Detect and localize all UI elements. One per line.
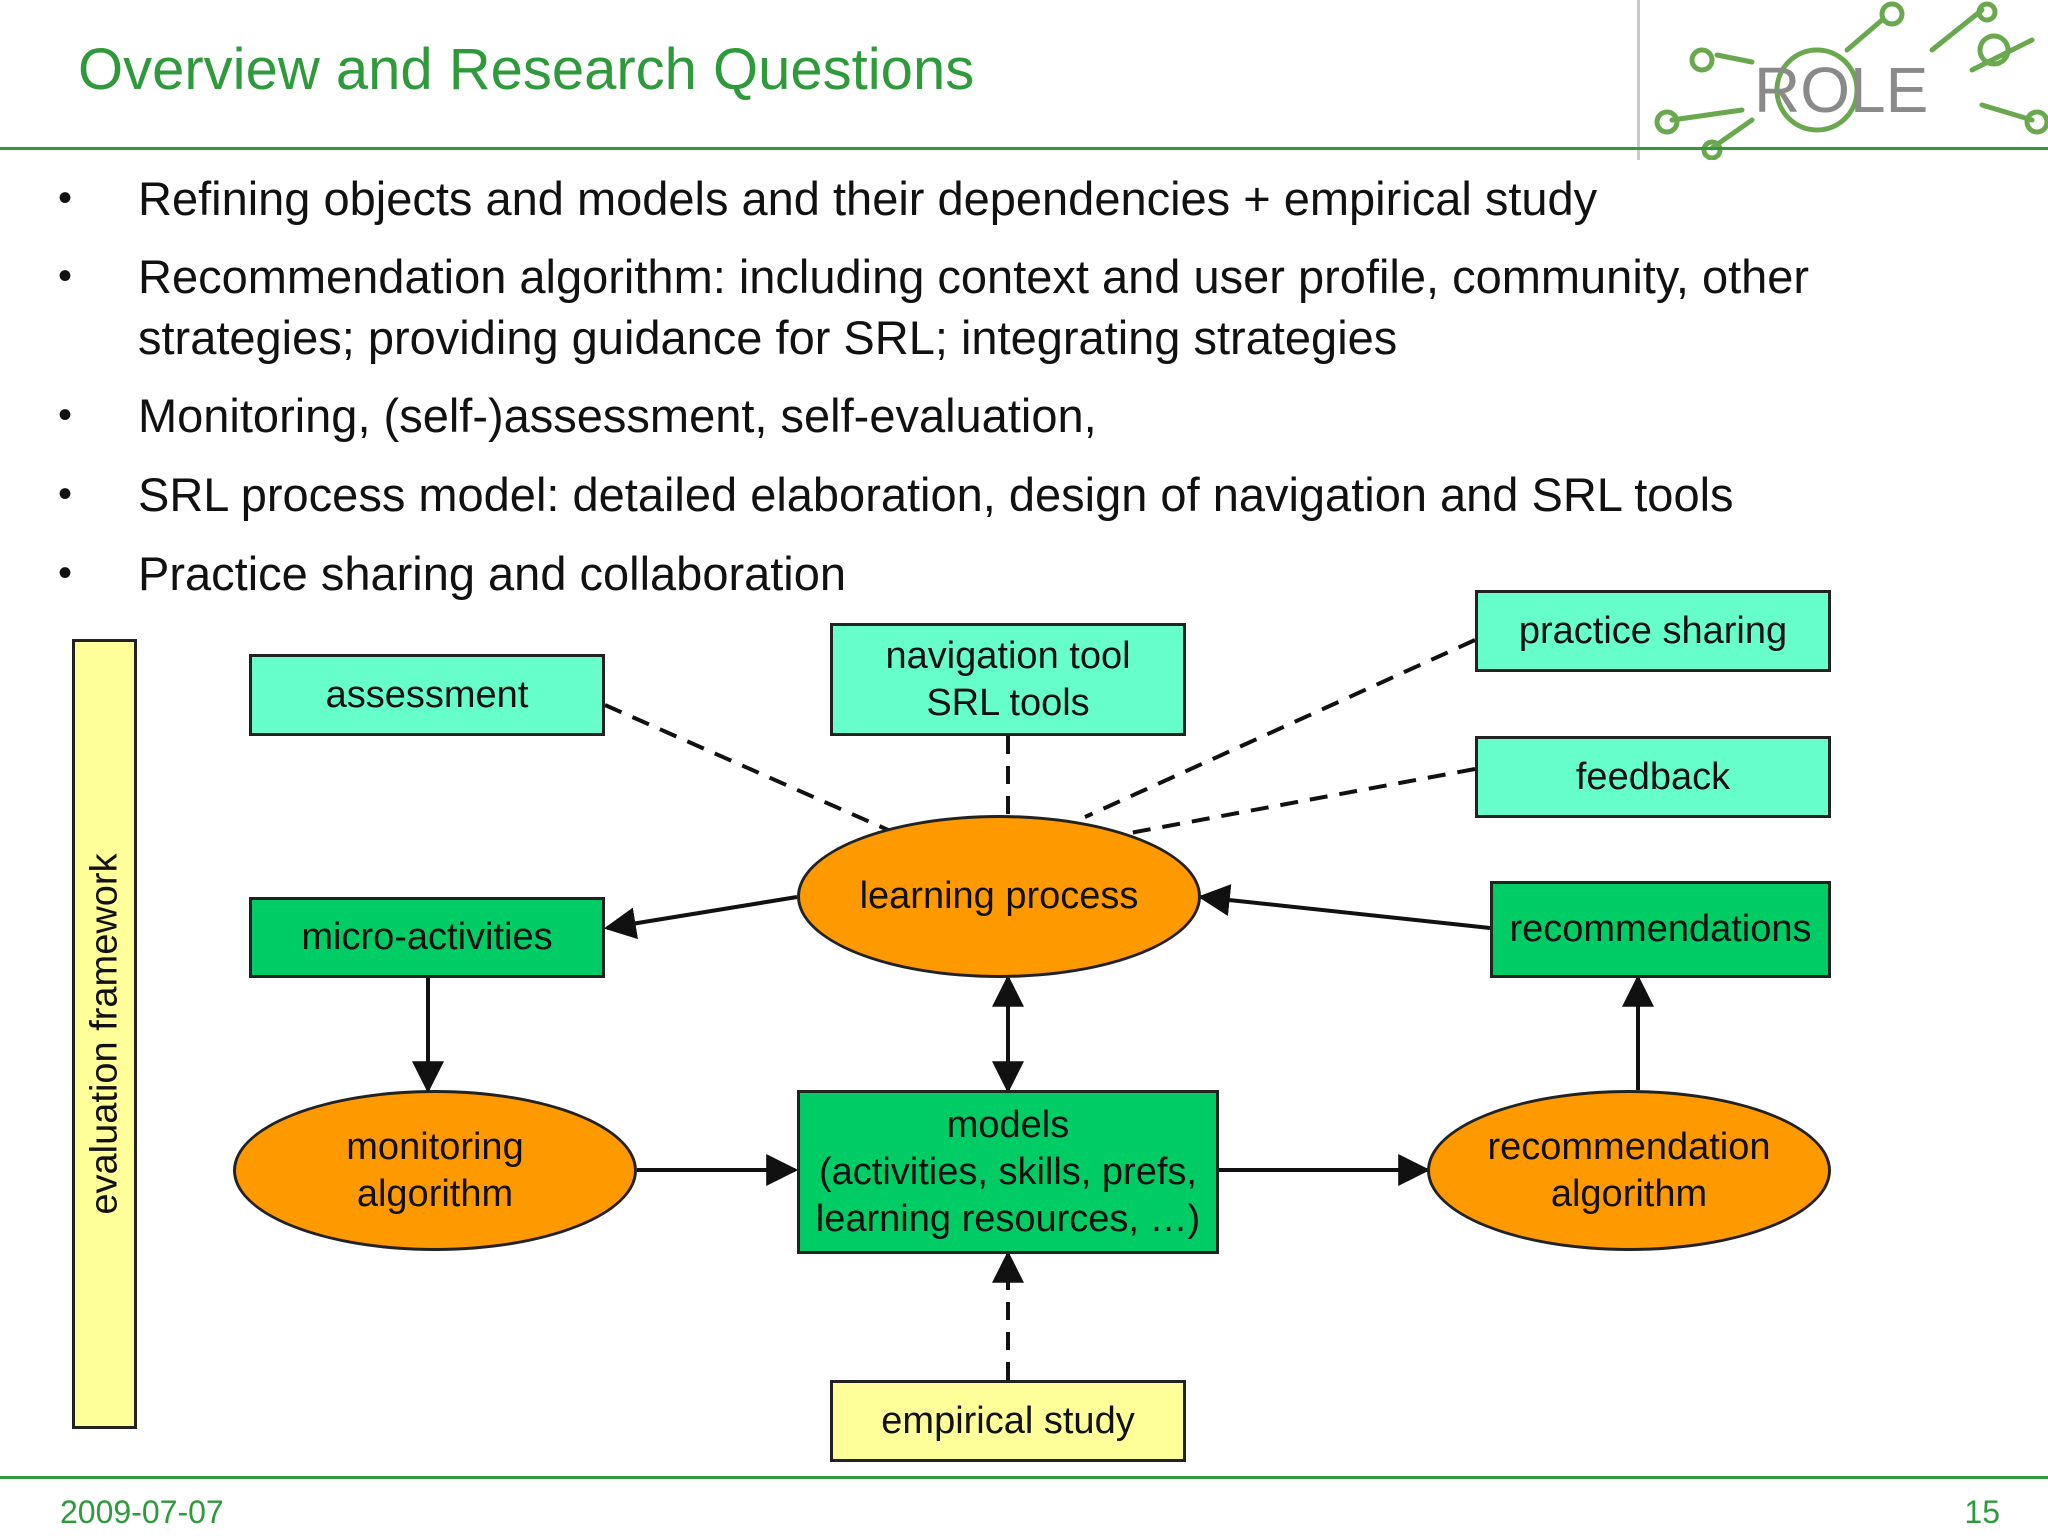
arrow-to-micro-activities — [603, 895, 798, 940]
logo-wordmark: ROLE — [1754, 54, 1928, 126]
slide-title: Overview and Research Questions — [78, 37, 975, 102]
arrow-from-recommendations — [1197, 884, 1491, 930]
node-recommendation-algorithm: recommendation algorithm — [1427, 1090, 1831, 1251]
bullet-text: Recommendation algorithm: including cont… — [138, 250, 1810, 364]
bullet-symbol: • — [58, 472, 73, 516]
footer-date: 2009-07-07 — [60, 1494, 224, 1530]
node-practice-sharing: practice sharing — [1475, 590, 1831, 672]
node-navigation-tool: navigation tool SRL tools — [830, 623, 1186, 736]
node-monitoring-algorithm: monitoring algorithm — [233, 1090, 637, 1251]
bullet-symbol: • — [58, 393, 73, 437]
bullet-text: Practice sharing and collaboration — [138, 547, 847, 600]
node-assessment: assessment — [249, 654, 605, 736]
footer-rule — [0, 1476, 2048, 1479]
bullet-text: Monitoring, (self-)assessment, self-eval… — [138, 389, 1097, 442]
role-logo: ROLE — [1654, 1, 2048, 160]
bullet-symbol: • — [58, 551, 73, 595]
node-micro-activities: micro-activities — [249, 897, 605, 978]
bullet-symbol: • — [58, 176, 73, 220]
node-models: models (activities, skills, prefs, learn… — [797, 1090, 1219, 1254]
evaluation-framework-label: evaluation framework — [83, 853, 126, 1215]
logo-divider — [1637, 0, 1640, 160]
evaluation-framework-bar — [72, 639, 137, 1429]
node-learning-process: learning process — [797, 815, 1201, 978]
bullet-symbol: • — [58, 254, 73, 298]
node-empirical-study: empirical study — [830, 1380, 1186, 1462]
dashed-link-feedback — [1129, 767, 1476, 835]
bullet-text: Refining objects and models and their de… — [138, 172, 1598, 225]
page-number: 15 — [1964, 1494, 2000, 1530]
bullet-text: SRL process model: detailed elaboration,… — [138, 468, 1734, 521]
header-rule — [0, 147, 2048, 150]
node-recommendations: recommendations — [1490, 881, 1831, 978]
node-feedback: feedback — [1475, 736, 1831, 818]
